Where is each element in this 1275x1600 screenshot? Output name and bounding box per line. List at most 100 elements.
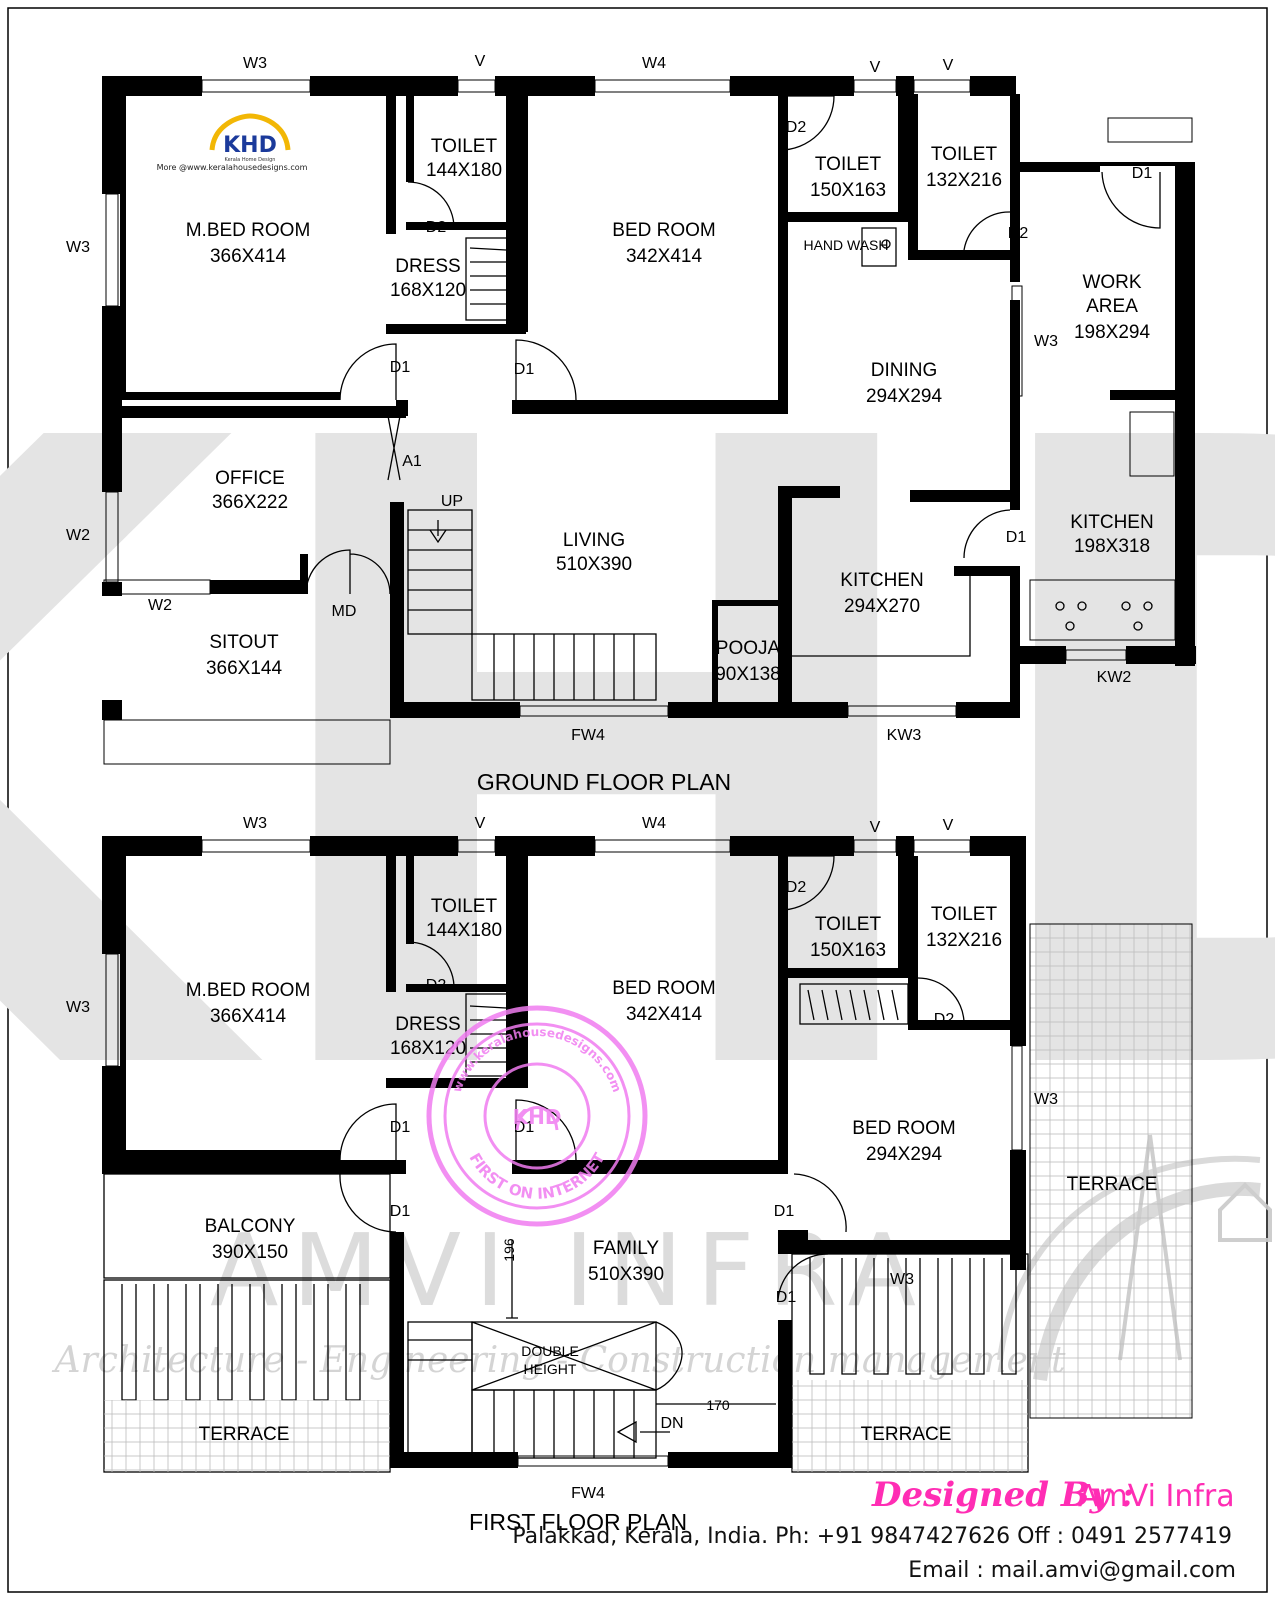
first-floor-walls bbox=[102, 836, 1026, 1468]
vent-v: V bbox=[870, 59, 881, 76]
room-name: POOJA bbox=[716, 638, 781, 659]
door-d2: D2 bbox=[786, 119, 807, 136]
ground-floor-fixtures bbox=[305, 95, 1161, 701]
door-d1: D1 bbox=[390, 1203, 411, 1220]
up-label: UP bbox=[441, 493, 463, 510]
room-size: 366X414 bbox=[210, 1006, 287, 1027]
room-size: 342X414 bbox=[626, 246, 703, 267]
room-name: TOILET bbox=[431, 896, 498, 917]
room-name: TOILET bbox=[931, 904, 998, 925]
room-name: M.BED ROOM bbox=[186, 980, 311, 1001]
room-size: 510X390 bbox=[588, 1264, 664, 1285]
door-d1: D1 bbox=[390, 1119, 411, 1136]
dn-label: DN bbox=[660, 1415, 683, 1432]
room-size: 198X294 bbox=[1074, 322, 1151, 343]
contact-email: Email : mail.amvi@gmail.com bbox=[908, 1558, 1236, 1583]
logo-text: KHD bbox=[223, 133, 277, 158]
door-d2: D2 bbox=[1008, 225, 1029, 242]
room-name: FAMILY bbox=[593, 1238, 659, 1259]
room-name: TOILET bbox=[931, 144, 998, 165]
room-size: 366X414 bbox=[210, 246, 287, 267]
designer-company: AmVi Infra bbox=[1078, 1479, 1235, 1514]
terrace-left: TERRACE bbox=[199, 1424, 290, 1445]
room-name: BALCONY bbox=[205, 1216, 296, 1237]
first-floor-fixtures bbox=[103, 285, 1193, 1473]
watermark-company: AMVI INFRA bbox=[210, 1212, 930, 1329]
window-w2: W2 bbox=[66, 527, 90, 544]
window-w3: W3 bbox=[1034, 1091, 1058, 1108]
terrace-side: TERRACE bbox=[1067, 1174, 1158, 1195]
window-w3: W3 bbox=[243, 815, 267, 832]
door-d2: D2 bbox=[934, 1011, 955, 1028]
window-fw4: FW4 bbox=[571, 1485, 605, 1502]
room-name: BED ROOM bbox=[852, 1118, 955, 1139]
first-floor-title: FIRST FLOOR PLAN bbox=[469, 1509, 687, 1535]
room-size: 132X216 bbox=[926, 930, 1002, 951]
page-border bbox=[7, 7, 1268, 1593]
window-w3: W3 bbox=[66, 999, 90, 1016]
room-size: 366X222 bbox=[212, 492, 288, 513]
room-name: BED ROOM bbox=[612, 978, 715, 999]
work-area-line2: AREA bbox=[1086, 296, 1138, 317]
room-size: 366X144 bbox=[206, 658, 283, 679]
window-w3: W3 bbox=[243, 55, 267, 72]
door-d1: D1 bbox=[514, 361, 535, 378]
room-name: KITCHEN bbox=[840, 570, 923, 591]
room-size: 150X163 bbox=[810, 940, 886, 961]
hand-wash-label: HAND WASH bbox=[803, 237, 888, 253]
room-name: M.BED ROOM bbox=[186, 220, 311, 241]
window-w4: W4 bbox=[642, 815, 666, 832]
stair-treads-ground bbox=[408, 529, 635, 700]
ground-floor-title: GROUND FLOOR PLAN bbox=[477, 769, 731, 795]
room-size: 294X294 bbox=[866, 1144, 943, 1165]
double-height-line2: HEIGHT bbox=[524, 1361, 577, 1377]
room-name: TOILET bbox=[431, 136, 498, 157]
dimension-196: 196 bbox=[501, 1238, 517, 1262]
window-w2: W2 bbox=[148, 597, 172, 614]
door-d2: D2 bbox=[426, 977, 447, 994]
room-size: 390X150 bbox=[212, 1242, 288, 1263]
contact-address-phone: Palakkad, Kerala, India. Ph: +91 9847427… bbox=[512, 1524, 1232, 1549]
door-d1: D1 bbox=[1132, 165, 1153, 182]
dimension-170: 170 bbox=[706, 1397, 730, 1413]
first-floor-labels: M.BED ROOM 366X414 TOILET 144X180 DRESS … bbox=[66, 815, 1157, 1535]
room-size: 168X120 bbox=[390, 280, 466, 301]
arch-a1: A1 bbox=[402, 453, 422, 470]
room-name: DRESS bbox=[395, 1014, 460, 1035]
vent-v: V bbox=[870, 819, 881, 836]
window-w4: W4 bbox=[642, 55, 666, 72]
room-size: 150X163 bbox=[810, 180, 886, 201]
room-size: 198X318 bbox=[1074, 536, 1150, 557]
window-w3: W3 bbox=[66, 239, 90, 256]
room-name: DRESS bbox=[395, 256, 460, 277]
logo-subtitle: Kerala Home Design bbox=[225, 157, 276, 163]
double-height-line1: DOUBLE bbox=[521, 1343, 579, 1359]
khd-logo: KHD Kerala Home Design More @www.keralah… bbox=[157, 113, 308, 172]
vent-v: V bbox=[475, 815, 486, 832]
watermark-tagline: Architecture - Engineering - Constructio… bbox=[52, 1340, 1066, 1381]
work-area-line1: WORK bbox=[1082, 272, 1141, 293]
room-size: 144X180 bbox=[426, 920, 502, 941]
room-size: 144X180 bbox=[426, 160, 502, 181]
door-d2: D2 bbox=[426, 219, 447, 236]
terrace-right: TERRACE bbox=[861, 1424, 952, 1445]
door-d1: D1 bbox=[1006, 529, 1027, 546]
room-name: DINING bbox=[871, 360, 938, 381]
logo-website: More @www.keralahousedesigns.com bbox=[157, 163, 308, 172]
door-d1: D1 bbox=[776, 1289, 797, 1306]
window-kw3: KW3 bbox=[887, 727, 922, 744]
room-name: SITOUT bbox=[209, 632, 279, 653]
room-size: 342X414 bbox=[626, 1004, 703, 1025]
room-name: LIVING bbox=[563, 530, 625, 551]
vent-v: V bbox=[943, 57, 954, 74]
door-d1: D1 bbox=[774, 1203, 795, 1220]
window-w3: W3 bbox=[890, 1271, 914, 1288]
main-door-md: MD bbox=[332, 603, 357, 620]
door-d2: D2 bbox=[786, 879, 807, 896]
room-size: 510X390 bbox=[556, 554, 632, 575]
credits: Designed By : AmVi Infra Palakkad, Keral… bbox=[512, 1475, 1236, 1583]
window-fw4: FW4 bbox=[571, 727, 605, 744]
room-size: 132X216 bbox=[926, 170, 1002, 191]
